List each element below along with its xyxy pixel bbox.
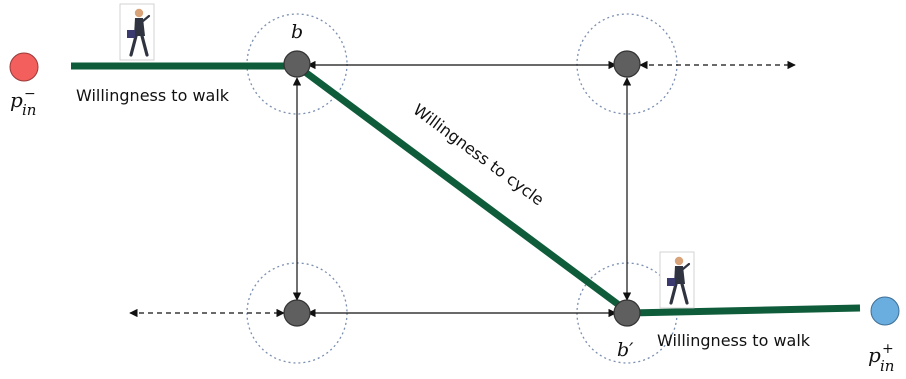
origin-label-base: p: [10, 88, 23, 112]
walk-label-right: Willingness to walk: [657, 331, 811, 350]
station-nodes: [283, 50, 641, 327]
destination-label: p + in: [868, 341, 894, 375]
station-node-b-prime: [613, 299, 641, 327]
walk-segment-destination: [626, 304, 861, 317]
destination-label-sup: +: [882, 341, 894, 357]
station-node-b: [283, 50, 311, 78]
cycle-segment: [294, 63, 630, 314]
route-path: [71, 62, 861, 317]
destination-label-sub: in: [880, 357, 894, 375]
origin-label-sup: −: [24, 86, 36, 102]
walking-person-icon: [119, 3, 155, 61]
walking-person-icon: [659, 251, 695, 309]
origin-point: [9, 52, 39, 82]
cycle-label: Willingness to cycle: [410, 100, 548, 209]
walk-label-left: Willingness to walk: [76, 86, 230, 105]
station-connections: [129, 60, 796, 318]
node-label-b-prime: b′: [617, 339, 634, 361]
station-node-top-right: [613, 50, 641, 78]
destination-label-base: p: [868, 343, 881, 367]
node-label-b: b: [291, 21, 303, 43]
origin-label-sub: in: [22, 101, 36, 119]
origin-label: p − in: [10, 86, 36, 119]
station-node-bottom-left: [283, 299, 311, 327]
destination-point: [870, 296, 900, 326]
